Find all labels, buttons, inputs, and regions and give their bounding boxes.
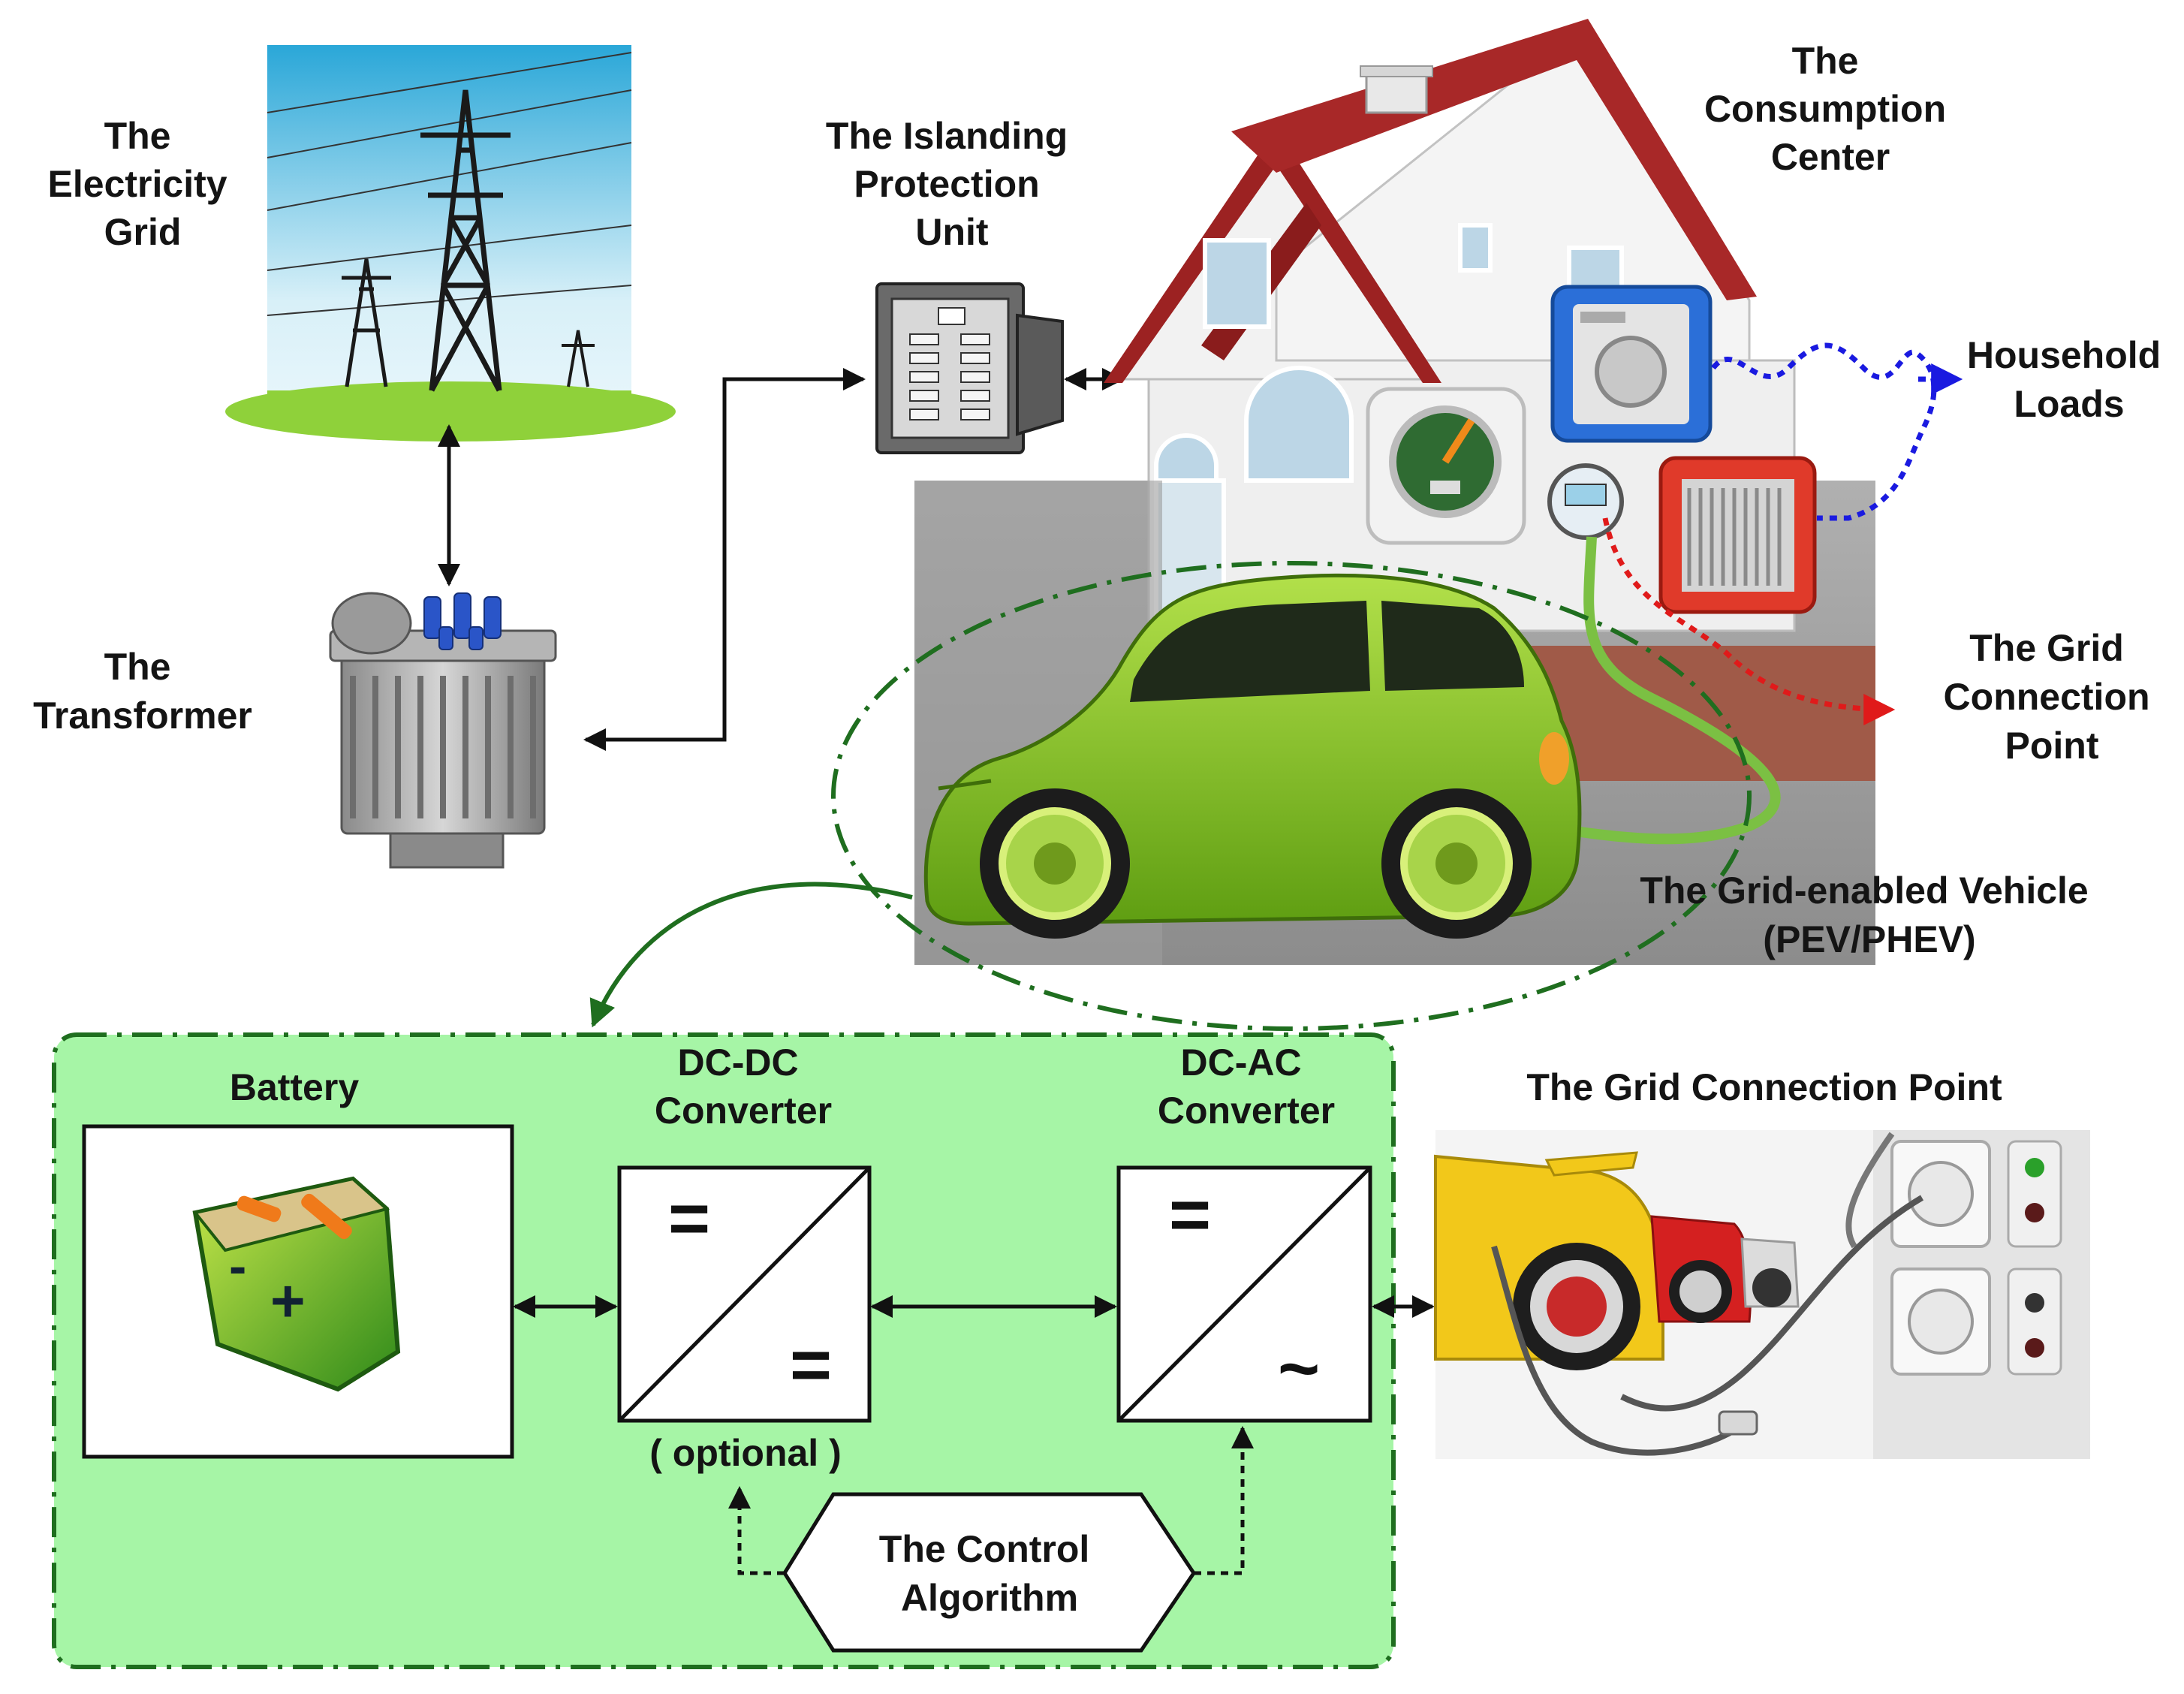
label-gcp-top-line2: Connection <box>1944 676 2150 718</box>
ac-unit-icon <box>1658 456 1817 614</box>
label-consumption-center-line1: The <box>1792 40 1859 82</box>
label-household-loads-line2: Loads <box>2014 383 2124 425</box>
dcdc-converter-block <box>617 1165 872 1423</box>
dcdc-input-symbol: = <box>668 1178 710 1258</box>
label-transformer-line1: The <box>104 646 171 688</box>
battery-minus-sign: - <box>229 1237 246 1295</box>
label-transformer: The Transformer <box>33 646 252 737</box>
label-consumption-center: The Consumption Center <box>1704 40 1957 178</box>
label-optional: ( optional ) <box>649 1432 842 1474</box>
label-transformer-line2: Transformer <box>33 695 252 737</box>
vehicle-highlight-ellipse <box>831 561 1752 1031</box>
breaker-panel-icon <box>875 282 1064 454</box>
label-control-algorithm: The Control Algorithm <box>879 1528 1100 1619</box>
connector-control-dcac <box>1194 1426 1254 1575</box>
label-consumption-center-line3: Center <box>1771 136 1890 178</box>
label-grid-connection-point-bottom: The Grid Connection Point <box>1526 1066 2002 1108</box>
battery-plus-sign: + <box>270 1267 306 1334</box>
label-electricity-grid: The Electricity Grid <box>48 115 238 253</box>
label-islanding-unit-line2: Protection <box>854 163 1039 205</box>
label-islanding-unit-line1: The Islanding <box>826 115 1068 157</box>
label-grid-connection-point-top: The Grid Connection Point <box>1944 627 2161 767</box>
label-dcdc-line1: DC-DC <box>678 1041 799 1084</box>
dcdc-output-symbol: = <box>790 1325 832 1405</box>
connector-control-dcdc <box>728 1486 785 1575</box>
dcac-input-symbol: = <box>1169 1174 1211 1255</box>
label-gcp-top-line3: Point <box>2005 725 2099 767</box>
label-dcac: DC-AC Converter <box>1158 1041 1335 1132</box>
label-vehicle: The Grid-enabled Vehicle (PEV/PHEV) <box>1640 870 2098 960</box>
dcac-converter-block <box>1116 1165 1372 1423</box>
smart-meter-icon <box>1547 463 1624 540</box>
label-dcac-line2: Converter <box>1158 1090 1335 1132</box>
label-control-algorithm-line2: Algorithm <box>901 1577 1078 1619</box>
label-electricity-grid-line1: The <box>104 115 171 157</box>
label-household-loads-line1: Household <box>1967 334 2161 376</box>
label-vehicle-line2: (PEV/PHEV) <box>1763 918 1975 960</box>
label-dcac-line1: DC-AC <box>1181 1041 1302 1084</box>
battery-icon: - + <box>192 1176 401 1392</box>
label-islanding-unit: The Islanding Protection Unit <box>826 115 1078 253</box>
label-battery: Battery <box>230 1066 359 1108</box>
dcac-output-symbol: ~ <box>1278 1328 1320 1409</box>
charging-cable <box>1538 536 1781 845</box>
washing-machine-icon <box>1550 285 1713 443</box>
gauge-icon <box>1366 387 1526 545</box>
connector-vehicle-panel <box>589 882 913 1028</box>
label-electricity-grid-line2: Electricity <box>48 163 227 205</box>
label-consumption-center-line2: Consumption <box>1704 88 1946 130</box>
label-electricity-grid-line3: Grid <box>104 211 182 253</box>
label-dcdc: DC-DC Converter <box>655 1041 832 1132</box>
charging-station-icon <box>1434 1130 2090 1459</box>
connector-transformer-islanding <box>583 368 866 751</box>
control-algorithm-block <box>782 1492 1197 1653</box>
label-gcp-top-line1: The Grid <box>1969 627 2124 669</box>
transformer-icon <box>329 592 557 869</box>
label-islanding-unit-line3: Unit <box>915 211 989 253</box>
connector-grid-connection-point <box>1602 517 1896 725</box>
power-tower-icon <box>225 45 676 442</box>
label-control-algorithm-line1: The Control <box>879 1528 1090 1570</box>
label-dcdc-line2: Converter <box>655 1090 832 1132</box>
electric-car-icon <box>923 573 1582 939</box>
connector-loads-washer <box>1711 342 1937 521</box>
label-household-loads: Household Loads <box>1967 334 2171 425</box>
label-vehicle-line1: The Grid-enabled Vehicle <box>1640 870 2088 912</box>
